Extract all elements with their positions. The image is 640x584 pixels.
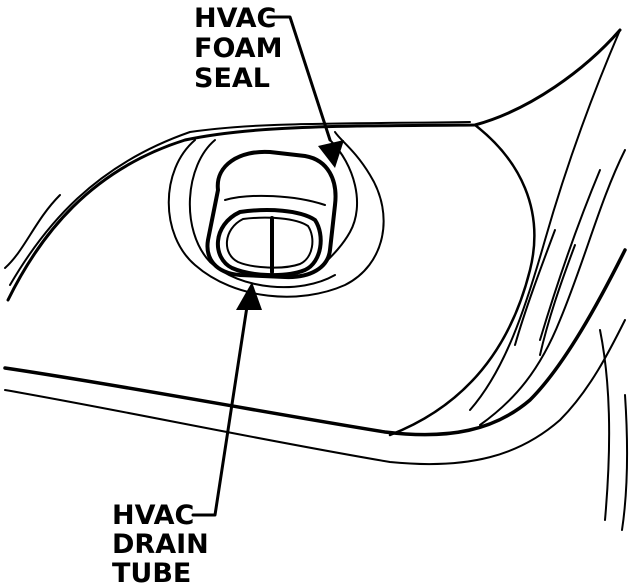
drain-tube-label-line-2: DRAIN <box>112 529 209 560</box>
foam-seal-label-line-2: FOAM <box>194 33 282 64</box>
foam-seal-label-line-3: SEAL <box>194 63 270 94</box>
floor-edge-right-bottom <box>621 394 628 531</box>
left-panel-lip <box>4 194 61 269</box>
floor-edge-outer <box>3 248 627 437</box>
drain-tube-opening-outer <box>216 208 323 278</box>
foam-seal-inner-ring <box>319 139 358 269</box>
foam-seal-label-line-1: HVAC <box>194 3 276 34</box>
right-panel-contour-3 <box>479 149 626 426</box>
drain-tube-label-line-1: HVAC <box>112 500 194 531</box>
callout-foam-seal: HVAC FOAM SEAL <box>194 3 282 94</box>
foam-seal-outer-ring <box>167 131 385 298</box>
upper-panel-edge <box>6 28 622 302</box>
drain-tube-assembly <box>167 131 385 298</box>
leader-lines <box>191 15 344 517</box>
foam-seal-arrowhead <box>318 140 344 168</box>
floor-edge-lower <box>599 329 611 521</box>
upper-panel-inner-edge <box>9 121 471 286</box>
right-panel-contour-4 <box>539 169 601 341</box>
body-panel-outlines <box>3 28 628 531</box>
drain-tube-top-edge <box>224 194 326 206</box>
drain-tube-leader-line <box>191 298 250 517</box>
drain-tube-arrowhead <box>236 282 262 310</box>
drain-tube-label-line-3: TUBE <box>112 558 191 584</box>
right-panel-contour-1 <box>388 123 536 437</box>
right-panel-rib <box>514 229 576 356</box>
callout-drain-tube: HVAC DRAIN TUBE <box>112 500 209 584</box>
foam-seal-leader-line <box>266 15 332 142</box>
drain-tube-body <box>205 149 338 280</box>
floor-edge-inner <box>4 319 626 466</box>
drain-tube-opening-inner <box>225 216 314 269</box>
right-panel-contour-2 <box>469 29 621 411</box>
